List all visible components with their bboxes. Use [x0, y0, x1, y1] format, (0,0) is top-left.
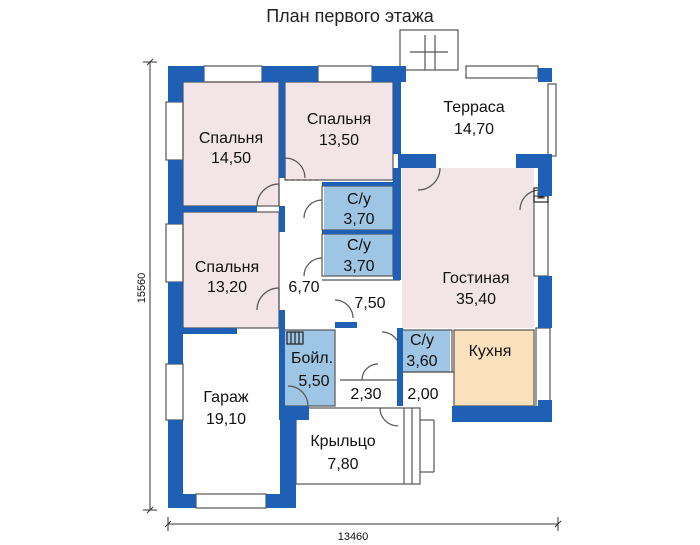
bath3-area: 3,60 [406, 353, 437, 370]
dimension-height: 15560 [136, 273, 148, 304]
bedroom2-name: Спальня [307, 111, 371, 128]
porch-area: 7,80 [327, 456, 358, 473]
bath3-name: С/у [410, 332, 434, 349]
bedroom1-area: 14,50 [211, 150, 251, 167]
living-fill [402, 168, 534, 328]
bath3-fill [400, 330, 450, 372]
bedroom2-area: 13,50 [319, 132, 359, 149]
garage-area: 19,10 [206, 411, 246, 428]
boiler-name: Бойл. [291, 350, 333, 367]
garage-fill [183, 330, 279, 494]
terrace-area: 14,70 [454, 121, 494, 138]
kitchen-fill [454, 330, 534, 406]
bath1-area: 3,70 [343, 211, 374, 228]
bedroom3-fill [183, 212, 279, 328]
corridor-area: 6,70 [288, 279, 319, 296]
room-fills [183, 78, 548, 494]
bath1-name: С/у [347, 191, 371, 208]
room-labels: Спальня 14,50 Спальня 13,50 Спальня 13,2… [195, 99, 512, 473]
corridor-fill [285, 180, 322, 328]
dimension-width: 13460 [338, 531, 369, 543]
bedroom3-name: Спальня [195, 259, 259, 276]
bath2-area: 3,70 [343, 258, 374, 275]
bedroom1-fill [183, 82, 279, 206]
bedroom2-fill [285, 82, 393, 180]
terrace-fill [400, 78, 548, 156]
living-area: 35,40 [456, 291, 496, 308]
bedroom3-area: 13,20 [207, 279, 247, 296]
living-name: Гостиная [442, 270, 509, 287]
vest1-area: 2,30 [350, 386, 381, 403]
bedroom1-name: Спальня [199, 130, 263, 147]
bath2-name: С/у [347, 237, 371, 254]
garage-name: Гараж [203, 389, 248, 406]
boiler-area: 5,50 [298, 373, 329, 390]
kitchen-name: Кухня [469, 343, 512, 360]
vest2-area: 2,00 [407, 386, 438, 403]
bath1-fill [324, 186, 393, 230]
terrace-name: Терраса [443, 99, 504, 116]
bath2-fill [324, 234, 393, 276]
boiler-fill [285, 330, 335, 406]
plan-title: План первого этажа [266, 6, 434, 26]
blue-walls [168, 66, 552, 508]
porch-name: Крыльцо [310, 433, 375, 450]
dimension-lines [143, 58, 562, 531]
hall-area: 7,50 [354, 295, 385, 312]
